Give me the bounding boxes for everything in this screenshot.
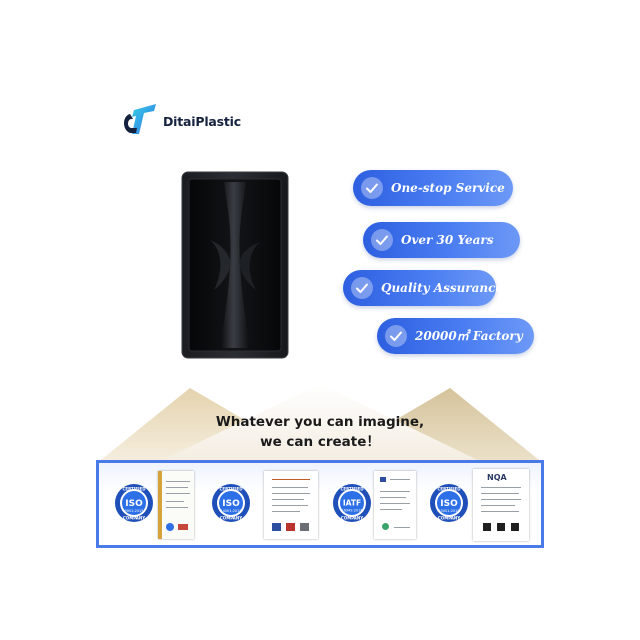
iatf-16949-badge-icon: CERTIFIED IATF 16949:2016 COMPANY <box>333 484 371 522</box>
badge-main-text: ISO <box>222 499 240 509</box>
certificate-document <box>264 471 318 539</box>
badge-main-text: IATF <box>343 499 361 508</box>
badge-main-text: ISO <box>125 499 143 509</box>
slogan-line-1: Whatever you can imagine, <box>215 414 425 430</box>
check-icon <box>351 277 373 299</box>
iso-14001-badge-icon: CERTIFIED ISO 14001:2015 COMPANY <box>212 484 250 522</box>
feature-pill-over-30-years: Over 30 Years <box>363 222 520 258</box>
brand-name: DitaiPlastic <box>163 114 241 129</box>
slogan-pyramid-backdrop <box>96 384 544 464</box>
badge-bottom-text: COMPANY <box>123 516 145 521</box>
badge-bottom-text: COMPANY <box>220 516 242 521</box>
nqa-doc-header: NQA <box>487 473 507 482</box>
certificate-document <box>374 471 416 539</box>
check-icon <box>371 229 393 251</box>
badge-top-text: CERTIFIED <box>122 487 146 492</box>
feature-label: 20000㎡ Factory <box>415 329 523 343</box>
feature-pill-quality-assurance: Quality Assurance <box>343 270 503 306</box>
feature-pill-one-stop-service: One-stop Service <box>353 170 513 206</box>
badge-top-text: CERTIFIED <box>340 487 364 492</box>
badge-sub-text: 16949:2016 <box>341 509 362 513</box>
certificate-document <box>158 471 194 539</box>
badge-main-text: ISO <box>440 499 458 509</box>
feature-label: Quality Assurance <box>381 281 504 295</box>
certificate-document: NQA <box>473 469 529 541</box>
brand-logo: DitaiPlastic <box>120 100 241 142</box>
badge-bottom-text: COMPANY <box>341 516 363 521</box>
feature-label: Over 30 Years <box>401 233 494 247</box>
iso-9001-badge-icon: CERTIFIED ISO 9001:2015 COMPANY <box>115 484 153 522</box>
badge-bottom-text: COMPANY <box>438 516 460 521</box>
iso-45001-badge-icon: CERTIFIED ISO 45001:2018 COMPANY <box>430 484 468 522</box>
badge-top-text: CERTIFIED <box>219 487 243 492</box>
slogan: Whatever you can imagine, we can create！ <box>140 412 500 452</box>
ditai-logo-icon <box>124 104 156 134</box>
feature-label: One-stop Service <box>391 181 505 195</box>
badge-sub-text: 14001:2015 <box>220 509 241 513</box>
feature-pill-factory-size: 20000㎡ Factory <box>377 318 534 354</box>
check-icon <box>361 177 383 199</box>
slogan-line-2: we can create！ <box>260 434 380 450</box>
badge-sub-text: 45001:2018 <box>438 509 459 513</box>
badge-sub-text: 9001:2015 <box>125 509 144 513</box>
certificates-band: CERTIFIED ISO 9001:2015 COMPANY CERTIFIE… <box>96 460 544 548</box>
product-tray-image <box>181 171 289 359</box>
badge-top-text: CERTIFIED <box>437 487 461 492</box>
check-icon <box>385 325 407 347</box>
